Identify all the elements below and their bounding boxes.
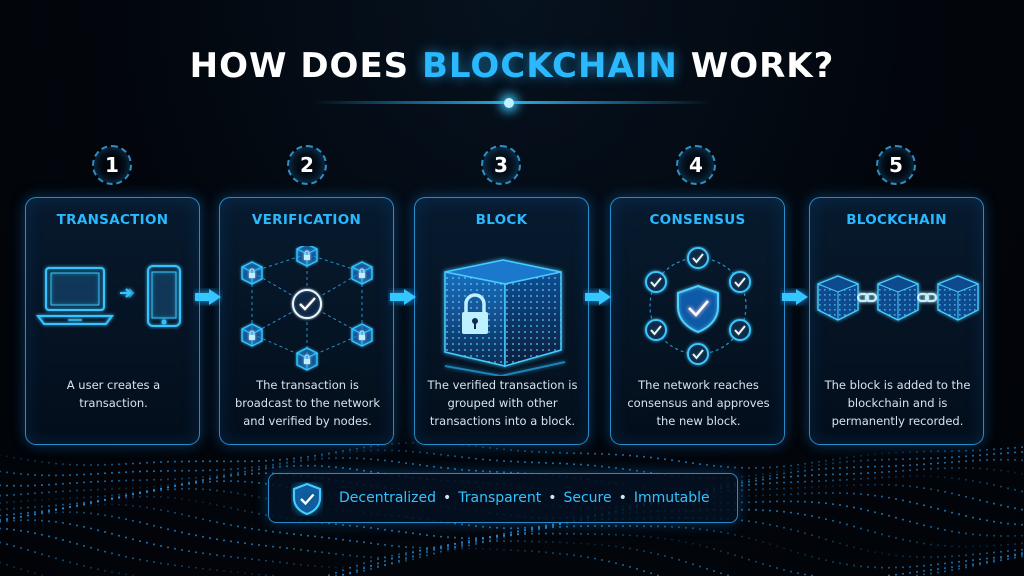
title-accent: BLOCKCHAIN bbox=[422, 46, 678, 86]
step-card-blockchain: BLOCKCHAIN The block is added to the blo… bbox=[809, 197, 984, 445]
property-immutable: Immutable bbox=[633, 490, 710, 506]
title-suffix: WORK? bbox=[677, 46, 835, 86]
chained-blocks-icon bbox=[817, 275, 979, 321]
separator: • bbox=[548, 490, 557, 506]
step-description: The verified transaction is grouped with… bbox=[427, 378, 578, 428]
step-number-2: 2 bbox=[287, 145, 327, 185]
arrow-right-icon bbox=[585, 289, 611, 305]
shield-consensus-icon bbox=[645, 247, 751, 365]
step-number-5: 5 bbox=[876, 145, 916, 185]
step-number-3: 3 bbox=[481, 145, 521, 185]
title-glow-dot bbox=[504, 98, 514, 108]
step-number-1: 1 bbox=[92, 145, 132, 185]
step-description: The transaction is broadcast to the netw… bbox=[234, 378, 381, 428]
separator: • bbox=[443, 490, 452, 506]
property-transparent: Transparent bbox=[458, 490, 542, 506]
step-card-consensus: CONSENSUS The network reaches consensus … bbox=[610, 197, 785, 445]
property-secure: Secure bbox=[563, 490, 612, 506]
step-card-block: BLOCK The verified transaction is groupe… bbox=[414, 197, 589, 445]
step-card-transaction: TRANSACTION A user creates a transaction… bbox=[25, 197, 200, 445]
properties-banner: Decentralized • Transparent • Secure • Immutab… bbox=[268, 473, 738, 523]
title-prefix: HOW DOES bbox=[189, 46, 422, 86]
step-title: BLOCKCHAIN bbox=[846, 212, 947, 228]
laptop-to-phone-icon bbox=[36, 265, 181, 327]
shield-check-icon bbox=[292, 482, 322, 516]
step-title: VERIFICATION bbox=[251, 212, 362, 228]
page-title: HOW DOES BLOCKCHAIN WORK? bbox=[0, 46, 1024, 86]
locked-cube-icon bbox=[444, 259, 566, 376]
separator: • bbox=[618, 490, 627, 506]
step-card-verification: VERIFICATION The transaction bbox=[219, 197, 394, 445]
step-title: CONSENSUS bbox=[649, 212, 746, 228]
step-description: A user creates a transaction. bbox=[66, 378, 161, 410]
arrow-right-icon bbox=[390, 289, 416, 305]
network-nodes-icon bbox=[241, 246, 373, 371]
property-decentralized: Decentralized bbox=[339, 490, 437, 506]
arrow-right-icon bbox=[782, 289, 808, 305]
step-description: The network reaches consensus and approv… bbox=[627, 378, 770, 428]
step-title: BLOCK bbox=[475, 212, 528, 228]
arrow-right-icon bbox=[195, 289, 221, 305]
step-description: The block is added to the blockchain and… bbox=[824, 378, 971, 428]
step-title: TRANSACTION bbox=[56, 212, 169, 228]
step-number-4: 4 bbox=[676, 145, 716, 185]
properties-list: Decentralized • Transparent • Secure • Immutab… bbox=[339, 490, 710, 506]
